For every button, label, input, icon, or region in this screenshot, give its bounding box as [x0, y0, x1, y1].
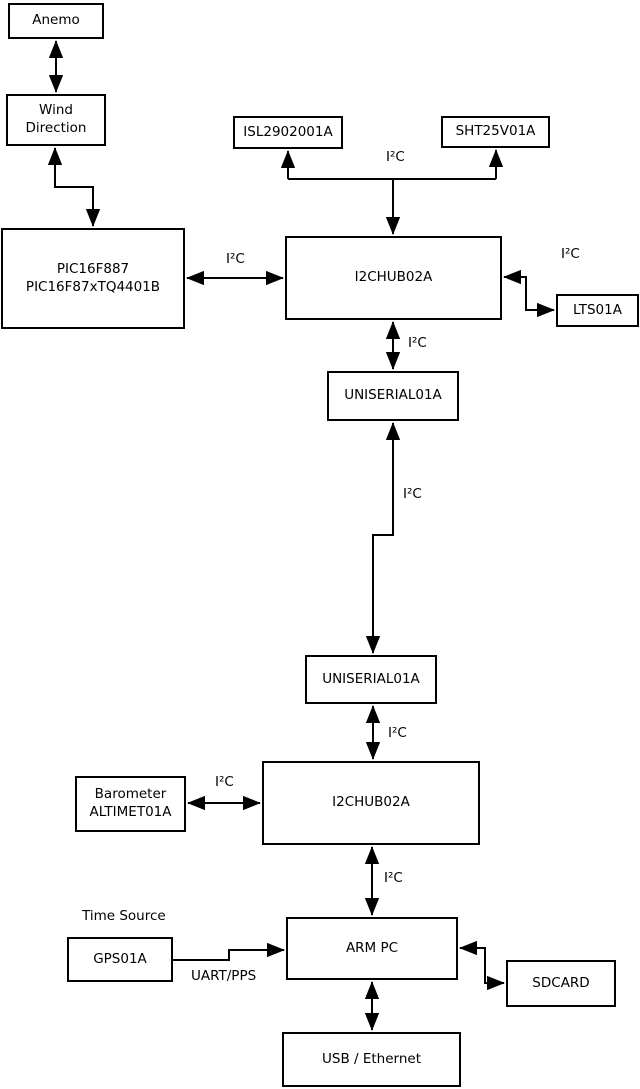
edge-label-uart-pps: UART/PPS [191, 968, 257, 984]
node-arm-pc-label: ARM PC [345, 939, 399, 956]
edge-label-i2c-top-rail: I²C [386, 149, 405, 165]
node-usb-ethernet-label: USB / Ethernet [322, 1050, 421, 1067]
edge-gps-armpc [173, 942, 285, 961]
node-pic16f887: PIC16F887 PIC16F87xTQ4401B [1, 228, 185, 329]
node-uniserial01a-top-label: UNISERIAL01A [344, 387, 442, 404]
node-gps01a: GPS01A [67, 937, 173, 982]
edge-hub1-lts [503, 269, 555, 318]
edge-label-i2c-hub-uniserial: I²C [408, 335, 427, 351]
node-pic16f887-label-line1: PIC16F887 [56, 260, 130, 277]
node-isl2902001a: ISL2902001A [233, 116, 343, 149]
node-wind-direction-label-line1: Wind [39, 102, 73, 119]
node-uniserial01a-bottom: UNISERIAL01A [305, 655, 437, 704]
edge-label-i2c-uniserial-hub2: I²C [388, 725, 407, 741]
node-anemo: Anemo [8, 3, 104, 39]
node-uniserial01a-bottom-label: UNISERIAL01A [322, 670, 420, 687]
edge-armpc-sdcard [459, 940, 505, 991]
node-i2chub02a-bottom-label: I2CHUB02A [332, 794, 410, 811]
edge-label-i2c-hub2-arm: I²C [384, 870, 403, 886]
edge-label-i2c-uniserial-link: I²C [403, 486, 422, 502]
node-sdcard: SDCARD [506, 960, 616, 1007]
node-sht25v01a-label: SHT25V01A [455, 123, 536, 140]
node-arm-pc: ARM PC [286, 917, 458, 980]
node-lts01a-label: LTS01A [573, 301, 622, 318]
node-sht25v01a: SHT25V01A [441, 116, 550, 148]
edge-label-i2c-barometer-hub2: I²C [215, 774, 234, 790]
node-wind-direction-label-line2: Direction [25, 120, 87, 136]
node-wind-direction: Wind Direction [6, 94, 106, 146]
node-gps01a-label: GPS01A [93, 950, 147, 967]
node-pic16f887-label-line2: PIC16F87xTQ4401B [25, 278, 161, 295]
node-usb-ethernet: USB / Ethernet [282, 1032, 461, 1087]
node-isl2902001a-label: ISL2902001A [243, 123, 333, 140]
edge-label-i2c-pic-hub: I²C [226, 251, 245, 267]
node-uniserial01a-top: UNISERIAL01A [327, 371, 459, 421]
node-barometer-label-line1: Barometer [94, 786, 167, 803]
edge-label-i2c-hub-lts: I²C [561, 246, 580, 262]
node-i2chub02a-top: I2CHUB02A [285, 236, 502, 320]
node-sdcard-label: SDCARD [532, 974, 590, 991]
edge-wind-pic [47, 147, 101, 227]
node-barometer-label-line2: ALTIMET01A [89, 804, 172, 820]
node-anemo-label: Anemo [32, 12, 80, 29]
edge-label-time-source: Time Source [82, 908, 166, 924]
node-i2chub02a-top-label: I2CHUB02A [354, 269, 433, 286]
node-barometer-altimet01a: Barometer ALTIMET01A [75, 776, 186, 832]
node-i2chub02a-bottom: I2CHUB02A [262, 761, 480, 845]
node-lts01a: LTS01A [556, 294, 639, 327]
edge-uniserial1-uniserial2 [365, 422, 401, 654]
